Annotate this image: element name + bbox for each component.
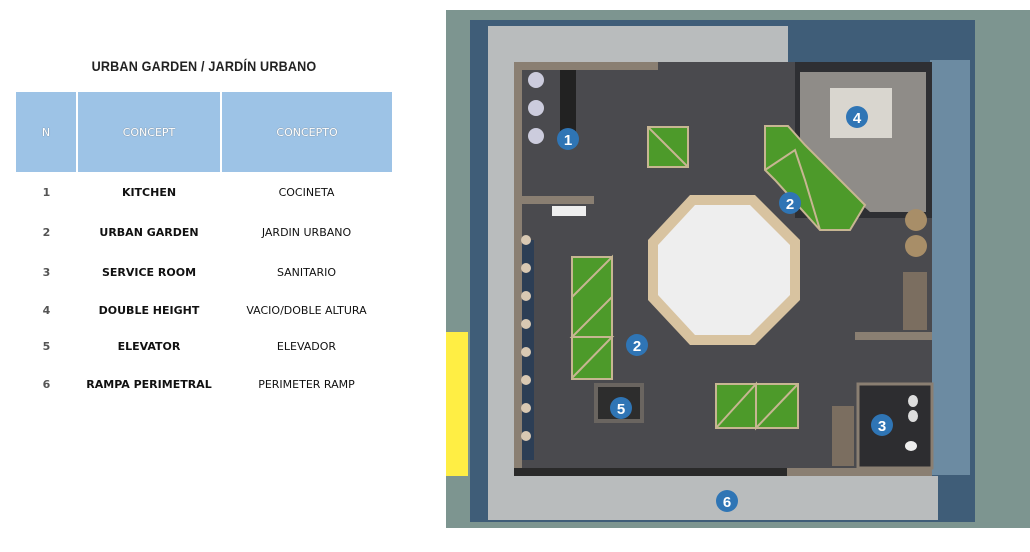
header-concepto: CONCEPTO xyxy=(220,92,392,172)
svg-text:3: 3 xyxy=(878,418,886,435)
table-row: 6 RAMPA PERIMETRAL PERIMETER RAMP xyxy=(16,364,392,404)
row-number: 1 xyxy=(42,185,51,199)
kitchen-counter xyxy=(560,70,576,140)
row-number: 3 xyxy=(42,265,51,279)
table-row: 5 ELEVATOR ELEVADOR xyxy=(16,328,392,364)
skylight-glass xyxy=(658,205,790,335)
row-concepto: JARDIN URBANO xyxy=(261,225,352,239)
kitchen-stool xyxy=(528,72,544,88)
kitchen-stool xyxy=(528,100,544,116)
toilet xyxy=(905,441,917,451)
marker-1: 1 xyxy=(557,128,579,150)
row-number: 6 xyxy=(42,377,51,391)
header-concept: CONCEPT xyxy=(76,92,221,172)
chair xyxy=(905,235,927,257)
legend-header-row: N CONCEPT CONCEPTO xyxy=(16,92,392,172)
row-number: 5 xyxy=(42,339,51,353)
row-concepto: ELEVADOR xyxy=(276,339,337,353)
sink xyxy=(908,410,918,422)
table-row: 1 KITCHEN COCINETA xyxy=(16,172,392,212)
legend-table: N CONCEPT CONCEPTO 1 KITCHEN COCINETA 2 URB… xyxy=(16,92,392,404)
svg-text:1: 1 xyxy=(564,132,572,149)
wall xyxy=(514,196,594,204)
row-concept: SERVICE ROOM xyxy=(101,265,197,279)
row-concepto: COCINETA xyxy=(278,185,335,199)
row-number: 4 xyxy=(42,303,51,317)
row-number: 2 xyxy=(42,225,51,239)
marker-5: 5 xyxy=(610,397,632,419)
planter xyxy=(764,125,867,231)
service-room xyxy=(856,382,934,470)
row-concept: RAMPA PERIMETRAL xyxy=(86,377,212,391)
header-n: N xyxy=(16,92,77,172)
highlight-bar xyxy=(446,332,468,476)
wall xyxy=(855,332,932,340)
row-concept: KITCHEN xyxy=(121,185,177,199)
bench xyxy=(832,406,854,466)
kitchen-stool xyxy=(528,128,544,144)
svg-text:2: 2 xyxy=(633,338,641,355)
wall xyxy=(514,468,932,476)
table-row: 3 SERVICE ROOM SANITARIO xyxy=(16,252,392,292)
marker-3: 3 xyxy=(871,414,893,436)
plan-markers: 1 2 2 3 4 5 6 xyxy=(557,106,893,512)
marker-4: 4 xyxy=(846,106,868,128)
row-concepto: VACIO/DOBLE ALTURA xyxy=(246,303,367,317)
row-concepto: SANITARIO xyxy=(276,265,337,279)
kitchen-bar xyxy=(552,206,586,216)
svg-text:2: 2 xyxy=(786,196,794,213)
svg-text:5: 5 xyxy=(617,401,625,418)
svg-text:4: 4 xyxy=(853,110,862,127)
marker-2: 2 xyxy=(626,334,648,356)
marker-2: 2 xyxy=(779,192,801,214)
row-concept: ELEVATOR xyxy=(117,339,181,353)
svg-text:6: 6 xyxy=(723,494,731,511)
sink xyxy=(908,395,918,407)
legend-title: URBAN GARDEN / JARDÍN URBANO xyxy=(91,58,317,74)
glass-east xyxy=(930,60,970,475)
table-row: 4 DOUBLE HEIGHT VACIO/DOBLE ALTURA xyxy=(16,292,392,328)
row-concept: DOUBLE HEIGHT xyxy=(98,303,200,317)
table-row: 2 URBAN GARDEN JARDIN URBANO xyxy=(16,212,392,252)
row-concepto: PERIMETER RAMP xyxy=(258,377,355,391)
ramp-south xyxy=(488,476,938,520)
planters xyxy=(569,125,867,431)
row-concept: URBAN GARDEN xyxy=(99,225,199,239)
chairs xyxy=(521,235,531,441)
marker-6: 6 xyxy=(716,490,738,512)
chair xyxy=(905,209,927,231)
sofa xyxy=(903,272,927,330)
wall xyxy=(787,468,932,476)
